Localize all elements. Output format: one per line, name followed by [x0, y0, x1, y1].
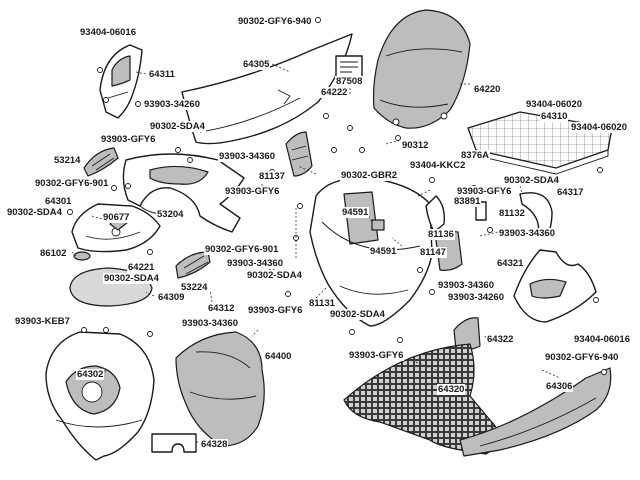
label-93903-34360-right: 93903-34360 — [498, 228, 556, 239]
label-93404-06016-right: 93404-06016 — [573, 334, 631, 345]
label-90677: 90677 — [102, 212, 131, 223]
part-86102-emblem — [73, 251, 91, 261]
label-64328: 64328 — [200, 439, 229, 450]
label-81136: 81136 — [427, 229, 455, 240]
label-53214: 53214 — [53, 155, 82, 166]
part-64311-inner-upper-cover — [99, 44, 143, 119]
label-86102: 86102 — [39, 248, 68, 259]
label-64302: 64302 — [76, 369, 105, 380]
label-53204: 53204 — [156, 209, 185, 220]
part-64400-lower-fender — [175, 331, 265, 447]
label-93903-GFY6-lower-mid: 93903-GFY6 — [247, 305, 304, 316]
label-93903-KEB7: 93903-KEB7 — [14, 316, 71, 327]
part-64321-side-cover — [513, 249, 597, 323]
label-90302-GFY6-901-left: 90302-GFY6-901 — [34, 178, 110, 189]
label-83891: 83891 — [453, 196, 482, 207]
label-64322: 64322 — [486, 334, 515, 345]
label-94591-upper: 94591 — [341, 207, 370, 218]
label-90302-SDA4-mid: 90302-SDA4 — [246, 270, 303, 281]
label-64310: 64310 — [540, 111, 569, 122]
label-94591-lower: 94591 — [369, 246, 398, 257]
label-90302-SDA4-upper: 90302-SDA4 — [149, 121, 206, 132]
part-53204-front-inner-cover — [122, 153, 245, 233]
label-93903-34260-lower-right: 93903-34260 — [447, 292, 505, 303]
label-64222: 64222 — [320, 87, 349, 98]
label-64312: 64312 — [207, 303, 236, 314]
label-64320: 64320 — [437, 384, 466, 395]
part-64302-front-cover — [45, 331, 155, 461]
label-93404-06020-right: 93404-06020 — [570, 122, 628, 133]
label-8376A: 8376A — [460, 150, 490, 161]
label-53224: 53224 — [180, 282, 209, 293]
part-64305-upper-cowl — [181, 33, 353, 145]
label-64221: 64221 — [127, 262, 156, 273]
label-64400: 64400 — [264, 351, 293, 362]
label-93903-34360-lower: 93903-34360 — [181, 318, 239, 329]
part-81132-side-flap — [425, 195, 446, 233]
label-81131: 81131 — [308, 298, 336, 309]
label-64317: 64317 — [556, 187, 585, 198]
label-64305: 64305 — [242, 59, 271, 70]
label-93903-GFY6-right: 93903-GFY6 — [456, 186, 513, 197]
label-64311: 64311 — [148, 69, 176, 80]
label-93903-GFY6-mid: 93903-GFY6 — [224, 186, 281, 197]
label-93404-06020-top: 93404-06020 — [525, 99, 583, 110]
label-90302-GBR2: 90302-GBR2 — [340, 170, 398, 181]
part-53214-small-grille — [83, 147, 119, 177]
label-93404-06016-left: 93404-06016 — [79, 27, 137, 38]
label-93903-34260-top: 93903-34260 — [143, 99, 201, 110]
label-90302-SDA4-lower: 90302-SDA4 — [329, 309, 386, 320]
label-90302-GFY6-940-top: 90302-GFY6-940 — [237, 16, 313, 27]
part-87508-label-sticker — [335, 55, 363, 79]
label-93903-GFY6-upper-left: 93903-GFY6 — [100, 134, 157, 145]
part-64328-plate — [151, 433, 197, 453]
label-93903-34360-mid: 93903-34360 — [226, 258, 284, 269]
label-64220: 64220 — [473, 84, 502, 95]
label-93903-34360-lower-right: 93903-34360 — [437, 280, 495, 291]
label-64306: 64306 — [545, 381, 574, 392]
label-90302-GFY6-940-right: 90302-GFY6-940 — [544, 352, 620, 363]
part-81137-side-trim — [285, 131, 313, 177]
label-90312: 90312 — [401, 140, 430, 151]
label-90302-SDA4-right: 90302-SDA4 — [503, 175, 560, 186]
label-64321: 64321 — [496, 258, 525, 269]
label-64309: 64309 — [157, 292, 186, 303]
label-93903-GFY6-lower: 93903-GFY6 — [348, 350, 405, 361]
part-53224-grille — [175, 251, 211, 279]
label-81132: 81132 — [498, 208, 526, 219]
label-81137: 81137 — [258, 171, 286, 182]
label-90302-SDA4-mid-left: 90302-SDA4 — [103, 273, 160, 284]
label-93903-34360-upper: 93903-34360 — [218, 151, 276, 162]
label-93404-KKC2: 93404-KKC2 — [409, 160, 467, 171]
part-64220-windshield — [372, 9, 471, 129]
label-64301: 64301 — [44, 196, 73, 207]
label-90302-SDA4-left: 90302-SDA4 — [6, 207, 63, 218]
label-81147: 81147 — [419, 247, 447, 258]
label-90302-GFY6-901-mid: 90302-GFY6-901 — [204, 244, 280, 255]
label-87508: 87508 — [335, 76, 364, 87]
